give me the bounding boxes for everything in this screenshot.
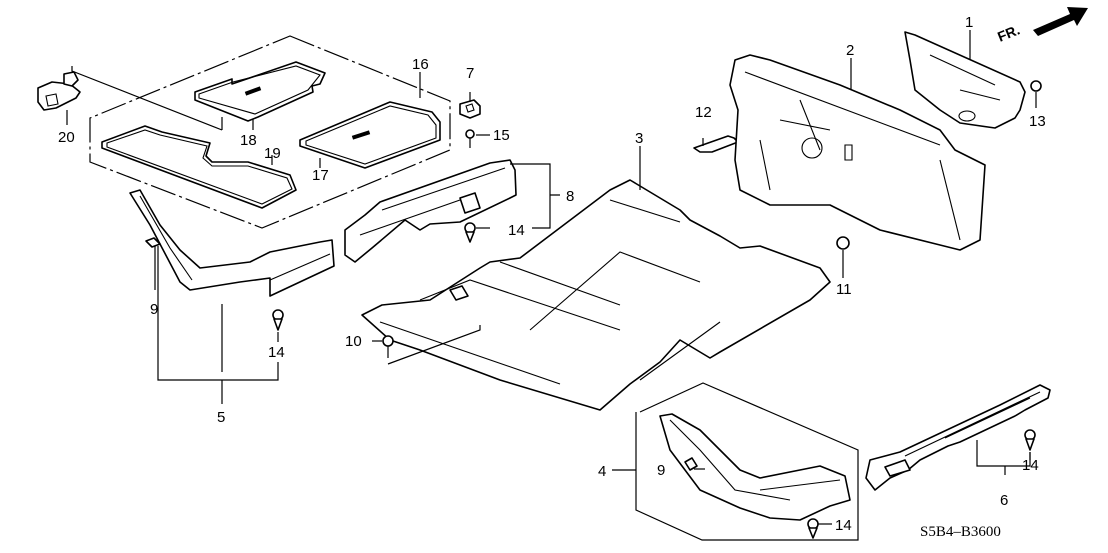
drawing-code: S5B4–B3600	[920, 524, 1001, 540]
callout-3: 3	[635, 130, 643, 147]
callout-15: 15	[493, 127, 510, 144]
callout-11: 11	[836, 281, 852, 298]
front-direction-indicator: FR.	[995, 7, 1088, 45]
callout-14-bottom: 14	[835, 517, 852, 534]
callout-7: 7	[466, 65, 474, 82]
rear-sill-trim-5	[129, 189, 335, 297]
callout-labels: 1 2 3 4 5 6 7 8 9 9 10 11 12 13 14 14 14…	[58, 14, 1046, 534]
callout-13: 13	[1029, 113, 1046, 130]
clip-14-bottom	[807, 518, 819, 539]
leader-lines	[66, 30, 1037, 525]
callout-14-upper: 14	[508, 222, 525, 239]
callout-8: 8	[566, 188, 574, 205]
callout-20: 20	[58, 129, 75, 146]
callout-9-left: 9	[150, 301, 158, 318]
part-4-bounding-box	[635, 382, 859, 541]
grommet-part-11	[836, 236, 850, 250]
front-right-mat	[299, 101, 441, 169]
clip-part-9-right	[684, 457, 698, 471]
callout-5: 5	[217, 409, 225, 426]
callout-18: 18	[240, 132, 257, 149]
callout-19: 19	[264, 145, 281, 162]
clip-14-right	[1024, 429, 1036, 451]
clip-14-upper	[464, 222, 476, 243]
callout-14-left: 14	[268, 344, 285, 361]
leader-20-set	[71, 66, 223, 131]
arrow-right-icon	[1033, 7, 1088, 36]
upper-insulator-1	[904, 31, 1026, 129]
dashboard-insulator-2	[729, 54, 986, 251]
clip-14-left	[272, 309, 284, 331]
front-label: FR.	[995, 21, 1022, 44]
callout-2: 2	[846, 42, 854, 59]
mat-set-outline	[89, 35, 451, 229]
clip-part-10	[382, 335, 394, 358]
fastener-part-12	[693, 135, 739, 153]
nut-part-13	[1030, 80, 1042, 92]
callout-1: 1	[965, 14, 973, 31]
clip-part-7	[459, 99, 481, 119]
callout-17: 17	[312, 167, 329, 184]
callout-14-right: 14	[1022, 457, 1039, 474]
callout-9-right: 9	[657, 462, 665, 479]
side-sill-trim-6	[865, 384, 1051, 491]
rear-mat	[101, 125, 297, 209]
side-trim-4	[659, 413, 851, 521]
callout-16: 16	[412, 56, 429, 73]
screw-part-15	[465, 129, 475, 148]
callout-6: 6	[1000, 492, 1008, 509]
side-sill-trim-8	[344, 159, 517, 263]
floor-carpet-3	[361, 179, 831, 411]
callout-12: 12	[695, 104, 712, 121]
mat-hook-part	[37, 71, 81, 111]
callout-10: 10	[345, 333, 362, 350]
floor-mat-set	[89, 35, 451, 229]
clip-part-9-left	[145, 237, 161, 248]
callout-4: 4	[598, 463, 606, 480]
